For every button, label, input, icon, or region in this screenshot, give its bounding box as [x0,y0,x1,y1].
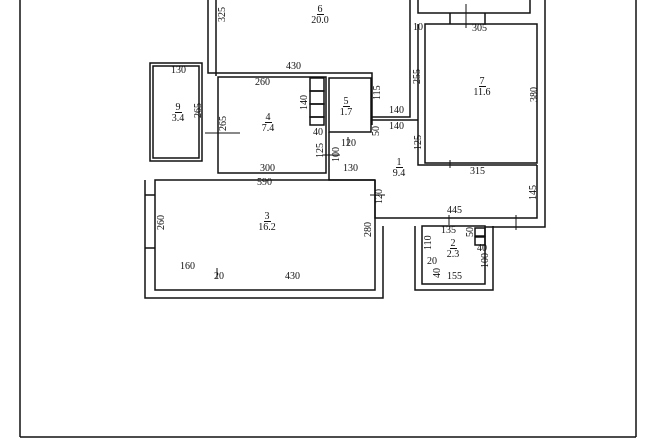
room-area: 3.4 [171,113,185,124]
dimension-label: 260 [255,77,270,88]
room-5-wall [328,77,372,133]
upper-right-structure [417,0,531,14]
dimension-label: 160 [180,261,195,272]
dimension-label: 315 [470,166,485,177]
shelf [309,103,325,118]
upper-right-structure-detail [449,13,486,24]
dimension-label: 125 [315,143,326,158]
room-6-right-wall [372,0,411,118]
dimension-label: 20 [214,271,224,282]
dimension-label: 140 [389,105,404,116]
dimension-label: 40 [477,243,487,254]
dimension-label: 255 [412,69,423,84]
dimension-label: 40 [313,127,323,138]
dimension-label: 140 [299,95,310,110]
room-2-wall [421,225,486,285]
dimension-label: 155 [447,271,462,282]
dimension-label: 300 [260,163,275,174]
dimension-label: 100 [331,147,342,162]
room-area: 16.2 [258,222,276,233]
room-3-outer [144,180,384,299]
dimension-label: 590 [257,177,272,188]
dimension-label: 380 [529,87,540,102]
room-7-wall [424,23,538,164]
room-3-wall [154,179,376,291]
room-number: 1 [395,157,403,168]
dimension-label: 50 [371,126,382,136]
room-4-wall [217,76,327,174]
dimension-label: 445 [447,205,462,216]
room-number: 6 [316,4,324,15]
dimension-label: 130 [171,65,186,76]
room-9-inner [152,65,200,159]
shelf [309,77,325,92]
room-2-outer [414,226,494,291]
dimension-label: 120 [341,138,356,149]
room-number: 4 [264,112,272,123]
dimension-label: 265 [193,103,204,118]
dimension-label: 115 [372,85,383,100]
dimension-label: 40 [432,268,443,278]
dimension-label: 20 [427,256,437,267]
door-ticks [205,4,517,278]
dimension-label: 260 [156,215,167,230]
dimension-label: 135 [441,225,456,236]
shelf [309,90,325,105]
room-number: 9 [174,102,182,113]
room-area: 7.4 [261,123,275,134]
room-number: 7 [478,76,486,87]
dimension-label: 430 [285,271,300,282]
dimension-label: 140 [389,121,404,132]
fixture [474,236,486,246]
room-number: 3 [263,211,271,222]
dimension-label: 145 [528,185,539,200]
dimension-label: 10 [413,22,423,33]
room-area: 1.7 [339,107,353,118]
fixture [474,227,486,237]
room-7-outer [417,24,537,166]
room-6-wall [207,0,373,125]
dimension-label: 120 [374,189,385,204]
dimension-label: 50 [465,227,476,237]
room-area: 2.3 [446,249,460,260]
dimension-label: 430 [286,61,301,72]
dimension-label: 265 [218,116,229,131]
outer-right-wall [485,0,546,228]
dimension-label: 280 [363,222,374,237]
dimension-label: 100 [480,253,491,268]
dimension-label: 325 [217,7,228,22]
room-area: 20.0 [311,15,329,26]
room-number: 2 [449,238,457,249]
dimension-label: 305 [472,23,487,34]
room-9-wall [149,62,203,162]
room-area: 9.4 [392,168,406,179]
room-number: 5 [342,96,350,107]
dimension-label: 125 [413,135,424,150]
dimension-label: 130 [343,163,358,174]
room-area: 11.6 [473,87,491,98]
shelf [309,116,325,126]
dimension-label: 110 [423,235,434,250]
